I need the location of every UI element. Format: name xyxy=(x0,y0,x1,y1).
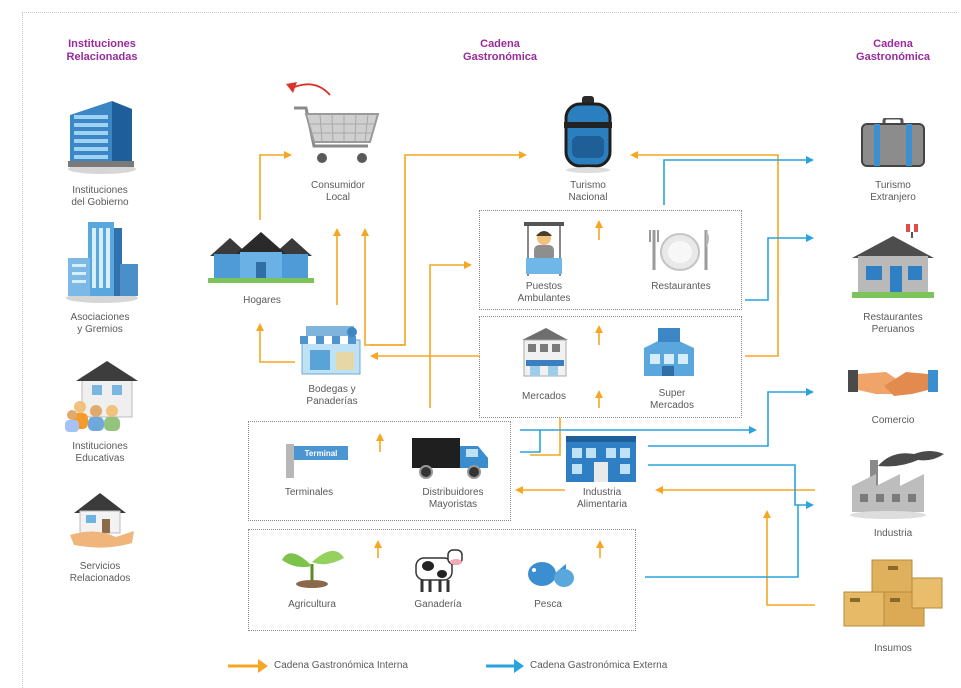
houses-icon xyxy=(208,232,314,283)
label-instituciones-educativas: Instituciones Educativas xyxy=(72,441,128,464)
label-mercados: Mercados xyxy=(522,391,566,402)
box-mercados xyxy=(479,316,742,418)
label-pesca: Pesca xyxy=(534,599,562,610)
house-hand-icon xyxy=(70,493,134,548)
label-bodegas: Bodegas y Panaderías xyxy=(306,384,358,407)
header-instituciones: Instituciones Relacionadas xyxy=(66,38,138,63)
label-restaurantes-peruanos: Restaurantes Peruanos xyxy=(863,312,923,335)
label-terminales: Terminales xyxy=(284,487,334,498)
school-people-icon xyxy=(65,361,138,432)
store-bodega-icon xyxy=(300,326,361,375)
left-border xyxy=(22,12,23,688)
legend-externa-label: Cadena Gastronómica Externa xyxy=(530,660,668,671)
restaurant-house-icon xyxy=(852,224,934,298)
boxes-icon xyxy=(843,559,943,627)
cow-icon xyxy=(415,549,463,592)
handshake-icon xyxy=(848,370,938,396)
top-border xyxy=(22,12,957,13)
label-hogares: Hogares xyxy=(243,295,281,306)
plant-sprout-icon xyxy=(282,550,344,588)
suitcase-icon xyxy=(861,118,925,167)
factory-building-icon xyxy=(566,436,636,482)
label-servicios: Servicios Relacionados xyxy=(69,561,131,584)
truck-icon xyxy=(412,438,488,479)
header-cadena-center: Cadena Gastronómica xyxy=(463,38,537,63)
label-turismo-extranjero: Turismo Extranjero xyxy=(870,180,916,203)
label-super-mercados: Super Mercados xyxy=(650,388,694,411)
box-terminales-distribuidores xyxy=(248,421,511,521)
box-agricultura xyxy=(248,529,636,631)
label-puestos-ambulantes: Puestos Ambulantes xyxy=(517,281,571,304)
label-insumos: Insumos xyxy=(874,643,912,654)
label-ganaderia: Ganadería xyxy=(414,599,462,610)
fish-icon xyxy=(528,562,574,587)
header-cadena-right: Cadena Gastronómica xyxy=(856,38,930,63)
street-vendor-icon xyxy=(524,222,564,276)
associations-building-icon xyxy=(66,222,138,303)
label-restaurantes: Restaurantes xyxy=(651,281,711,292)
legend-interna-label: Cadena Gastronómica Interna xyxy=(274,660,408,671)
government-building-icon xyxy=(68,101,136,174)
supermarket-icon xyxy=(644,328,694,376)
terminal-sign-icon: Terminal xyxy=(286,444,348,478)
label-comercio: Comercio xyxy=(871,415,915,426)
industry-factory-icon xyxy=(850,451,944,519)
label-turismo-nacional: Turismo Nacional xyxy=(568,180,608,203)
label-industria-alimentaria: Industria Alimentaria xyxy=(576,487,628,510)
label-instituciones-gobierno: Instituciones del Gobierno xyxy=(71,185,129,208)
label-asociaciones: Asociaciones y Gremios xyxy=(70,312,130,335)
plate-cutlery-icon xyxy=(649,230,709,271)
label-agricultura: Agricultura xyxy=(288,599,336,610)
shopping-cart-icon xyxy=(294,106,380,163)
label-consumidor-local: Consumidor Local xyxy=(311,180,365,203)
label-distribuidores: Distribuidores Mayoristas xyxy=(422,487,484,510)
backpack-icon xyxy=(564,96,612,173)
box-puestos-restaurantes xyxy=(479,210,742,310)
terminal-sign-text: Terminal xyxy=(305,449,338,458)
label-industria: Industria xyxy=(873,528,913,539)
market-building-icon xyxy=(522,328,568,377)
